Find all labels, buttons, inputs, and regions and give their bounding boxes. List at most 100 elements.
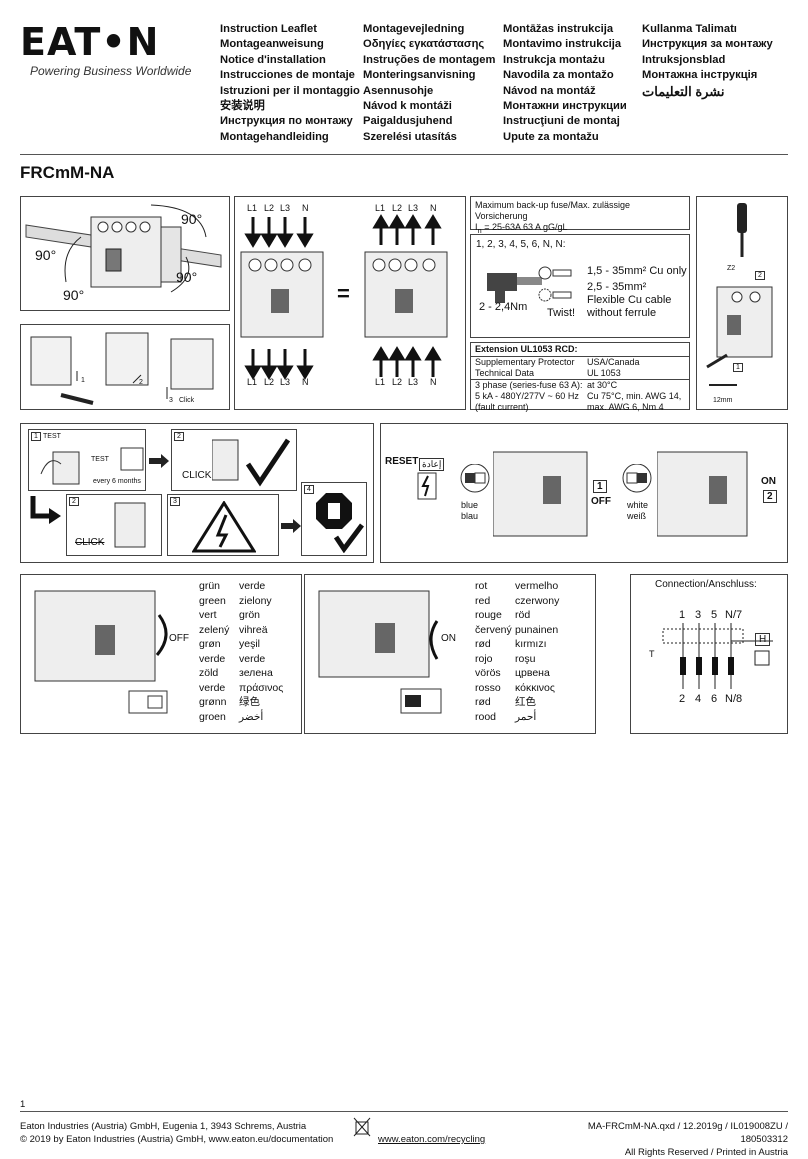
reset-label: RESET — [385, 456, 419, 467]
terminal-list: 1, 2, 3, 4, 5, 6, N, N: — [476, 239, 566, 250]
terminal-label: N — [430, 377, 437, 387]
on-label: ON — [761, 476, 776, 487]
click-label: Click — [179, 397, 195, 404]
terminal-label: N — [430, 203, 437, 213]
arrow-right-icon — [149, 454, 169, 468]
indicator-label: blue — [461, 500, 479, 510]
step-number: 1 — [733, 363, 743, 372]
handle-symbol: H — [755, 633, 771, 646]
test-procedure-panel: 1 TEST TEST every 6 months 2 CLICK 2 CLI… — [20, 423, 374, 563]
terminal-label: N — [302, 203, 309, 213]
twist-note: Twist! — [547, 307, 576, 319]
ul-extension-panel: Extension UL1053 RCD: Supplementary Prot… — [470, 342, 690, 412]
blue-indicator-icon — [460, 464, 490, 493]
terminal-label: L2 — [392, 203, 403, 213]
terminal-label: L1 — [247, 377, 258, 387]
terminal-number: N/8 — [725, 693, 743, 705]
arrow-right-icon — [281, 519, 301, 533]
step-number: 2 — [69, 497, 79, 506]
electrician-checkmark-icon — [316, 493, 364, 553]
test-button-symbol: T — [649, 649, 655, 659]
angle-label: 90° — [181, 211, 203, 227]
hand-press-icon — [40, 451, 80, 485]
ul-row: (fault current)max. AWG 6, Nm 4 — [475, 402, 664, 412]
terminal-number: 1 — [679, 609, 686, 621]
terminal-label: N — [302, 377, 309, 387]
terminal-label: L3 — [280, 203, 291, 213]
terminal-spec-panel: 1, 2, 3, 4, 5, 6, N, N: 1,5 - 35mm² Cu o… — [470, 234, 690, 338]
header-divider — [20, 154, 788, 155]
tagline: Powering Business Worldwide — [30, 64, 192, 78]
step-number: 1 — [593, 480, 607, 493]
click-label: CLICK — [75, 537, 105, 548]
step-number: 1 — [31, 432, 41, 441]
model-name: FRCmM-NA — [20, 163, 115, 182]
auxiliary-terminal-panel: Z2 2 1 12mm — [696, 196, 788, 410]
fuse-heading: Maximum back-up fuse/Max. zulässige Vors… — [475, 200, 631, 221]
reset-procedure-panel: RESET إعادة blue blau 1 OFF white weiß O… — [380, 423, 788, 563]
terminal-label: L3 — [408, 203, 419, 213]
checkmark-icon — [212, 438, 291, 487]
page-number: 1 — [20, 1099, 26, 1110]
solid-wire-spec: 1,5 - 35mm² Cu only — [587, 265, 687, 277]
terminal-number: 3 — [695, 609, 702, 621]
off-label: OFF — [169, 633, 189, 644]
test-step-2-fail: 2 CLICK — [66, 494, 162, 556]
test-step-4: 4 — [301, 482, 367, 556]
eaton-logo: EAT•N — [20, 20, 160, 64]
device-off-drawing — [493, 451, 588, 537]
terminal-number: 6 — [711, 693, 718, 705]
footer-company: Eaton Industries (Austria) GmbH, Eugenia… — [20, 1121, 334, 1145]
dismount-drawing — [30, 332, 214, 405]
connection-diagram-panel: Connection/Anschluss: 1 3 5 N/7 T H 2 4 … — [630, 574, 788, 734]
terminal-number: 4 — [695, 693, 702, 705]
branch-arrow-icon — [30, 496, 61, 524]
wiring-direction-panel: L1 L2 L3 N L1 L2 L3 N L1 L2 L3 N L1 L2 L… — [234, 196, 466, 410]
connection-title: Connection/Anschluss: — [655, 579, 757, 590]
indicator-label: white — [627, 500, 649, 510]
terminal-label: L1 — [375, 377, 386, 387]
high-voltage-warning-icon — [192, 501, 256, 553]
device-on-drawing — [318, 590, 442, 714]
wire-type-icon — [538, 266, 572, 302]
din-rail-drawing — [25, 204, 222, 293]
recycling-link[interactable]: www.eaton.com/recycling — [378, 1134, 486, 1145]
weee-bin-icon — [353, 1117, 371, 1137]
test-step-1: 1 TEST TEST every 6 months — [28, 429, 146, 491]
wiring-drawing — [240, 214, 448, 380]
equals-sign: = — [337, 281, 350, 306]
device-icon — [114, 502, 146, 548]
device-on-drawing — [657, 451, 748, 537]
terminal-label: Z2 — [727, 265, 736, 272]
test-interval: every 6 months — [93, 478, 141, 485]
device-off-drawing — [34, 590, 168, 714]
test-label: TEST — [91, 456, 109, 463]
auxiliary-drawing — [706, 203, 773, 386]
terminal-number: 2 — [679, 693, 686, 705]
ul-heading: Extension UL1053 RCD: — [471, 343, 689, 357]
dismount-panel: 1 2 3 Click — [20, 324, 230, 410]
circuit-schematic — [662, 623, 773, 689]
reset-label-ar: إعادة — [419, 458, 445, 471]
step-number: 3 — [170, 497, 180, 506]
test-step-3: 3 — [167, 494, 279, 556]
indicator-label: blau — [461, 511, 479, 521]
lightning-icon — [417, 472, 437, 500]
off-label: OFF — [591, 496, 611, 507]
step-number: 1 — [81, 377, 85, 384]
footer-document-info: MA-FRCmM-NA.qxd / 12.2019g / IL019008ZU … — [587, 1121, 788, 1158]
calendar-icon — [120, 447, 144, 471]
terminal-label: L3 — [408, 377, 419, 387]
